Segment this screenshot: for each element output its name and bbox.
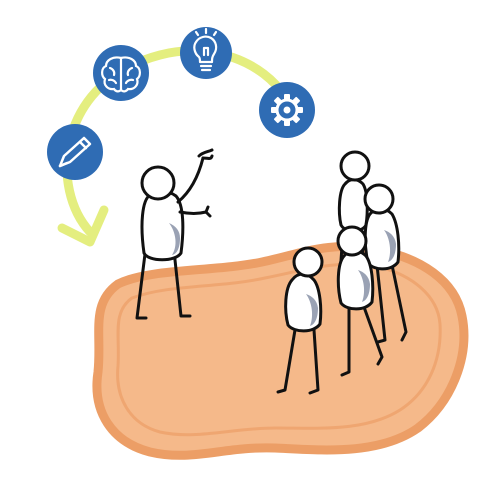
audience-figure	[276, 246, 324, 395]
pencil-icon	[58, 136, 92, 168]
ground-island	[92, 242, 469, 460]
lightbulb-icon	[193, 27, 218, 72]
brain-circle	[93, 45, 149, 101]
lightbulb-circle	[180, 27, 232, 79]
audience-figure	[336, 225, 384, 377]
brain-icon	[101, 56, 141, 93]
presenter-figure	[135, 148, 214, 320]
gear-circle	[259, 82, 315, 138]
audience-figure	[337, 150, 371, 278]
audience-figure	[363, 183, 408, 344]
pencil-circle	[47, 124, 103, 180]
gear-icon	[271, 94, 303, 126]
